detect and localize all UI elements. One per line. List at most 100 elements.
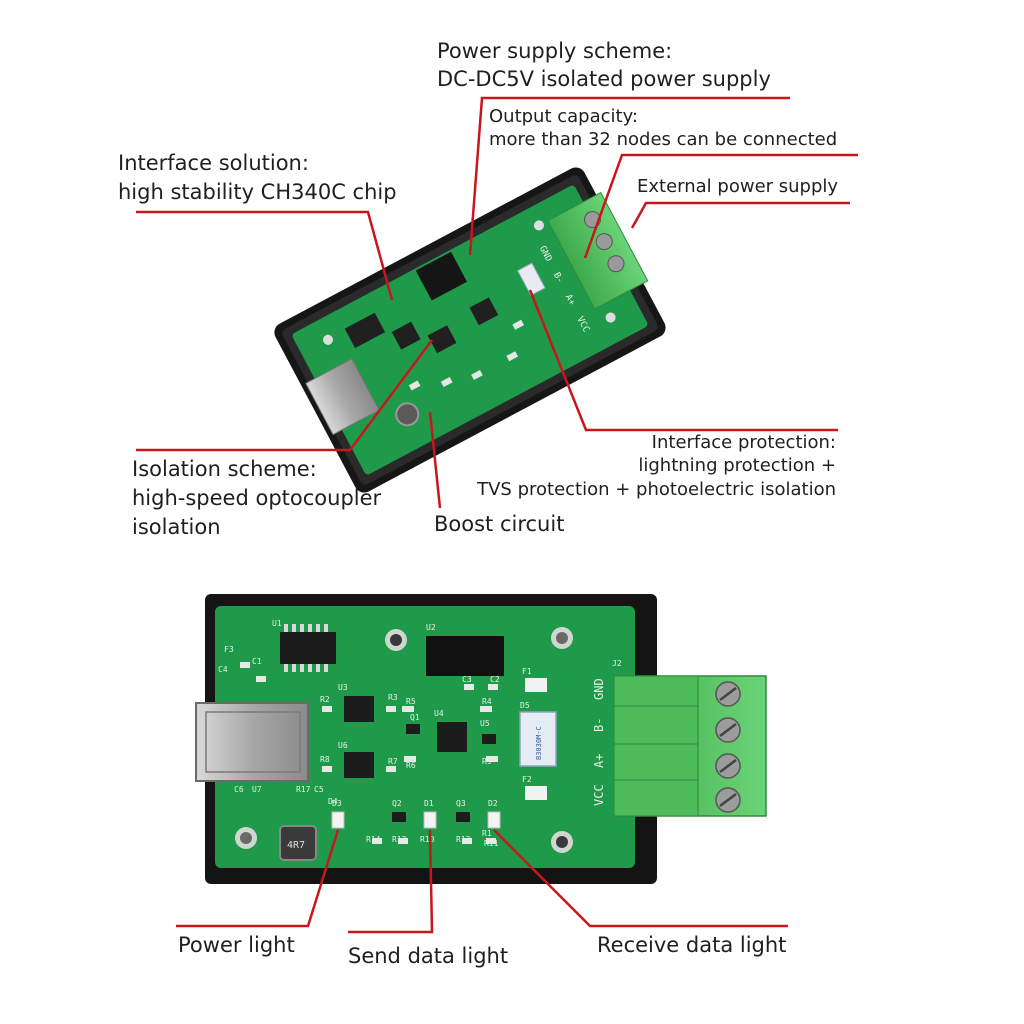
callout-send-light (348, 829, 434, 934)
callout-power-light (176, 829, 340, 928)
top-terminal-label-2: B- (551, 271, 565, 285)
silk-39: U7 (252, 785, 262, 794)
silk-27: D1 (424, 799, 434, 808)
callout-interface-protection (528, 289, 838, 432)
silk-25: R14 (366, 835, 381, 844)
interface-protection-title: Interface protection: (651, 432, 836, 453)
top-dcdc-module (415, 251, 468, 301)
terminal-screw-icon (715, 681, 741, 813)
silk-15: R4 (482, 697, 492, 706)
silk-23: R12 (392, 835, 407, 844)
bottom-transceiver-chip (437, 722, 467, 752)
interface-solution-value: high stability CH340C chip (118, 180, 397, 204)
silk-32: Q1 (410, 713, 420, 722)
interface-protection-line3: TVS protection + photoelectric isolation (477, 479, 836, 500)
silk-6: C1 (252, 657, 262, 666)
receive-light-label: Receive data light (597, 933, 787, 957)
silk-26: R17 (296, 785, 311, 794)
top-transceiver-chip (469, 297, 499, 326)
silk-12: R1 (482, 829, 492, 838)
callout-output-capacity (583, 153, 858, 259)
external-power-label: External power supply (637, 176, 839, 197)
silk-11: C6 (234, 785, 244, 794)
callout-boost (428, 411, 442, 509)
output-capacity-value: more than 32 nodes can be connected (489, 129, 838, 150)
callout-interface-solution (136, 210, 394, 301)
bottom-usb-connector (195, 702, 309, 782)
silk-37: U5 (480, 719, 490, 728)
silk-5: F3 (224, 645, 234, 654)
bottom-send-led (423, 811, 437, 829)
silk-36: U4 (434, 709, 444, 718)
isolation-title: Isolation scheme: (132, 457, 317, 481)
silk-2: J2 (612, 659, 622, 668)
interface-solution-title: Interface solution: (118, 151, 309, 175)
callout-isolation (136, 339, 434, 452)
callout-lines (136, 96, 858, 934)
power-light-label: Power light (178, 933, 295, 957)
silk-19: R8 (320, 755, 330, 764)
bottom-optocoupler-1 (344, 696, 374, 722)
silk-0: U1 (272, 619, 282, 628)
output-capacity-title: Output capacity: (489, 106, 638, 127)
silk-31: D5 (520, 701, 530, 710)
top-boost-inductor (395, 402, 420, 427)
silk-18: R7 (388, 757, 398, 766)
interface-protection-line2: lightning protection + (638, 455, 836, 476)
top-optocoupler-2 (427, 325, 457, 354)
boost-circuit-label: Boost circuit (434, 512, 565, 536)
silk-1: U2 (426, 623, 436, 632)
bottom-ch340-chip (280, 632, 336, 664)
send-light-label: Send data light (348, 944, 509, 968)
bottom-inductor-text: 4R7 (287, 840, 305, 851)
bottom-terminal-block (613, 675, 767, 817)
silk-3: F1 (522, 667, 532, 676)
silk-7: C3 (462, 675, 472, 684)
silk-10: C5 (314, 785, 324, 794)
silk-13: R2 (320, 695, 330, 704)
silk-24: R13 (456, 835, 471, 844)
silk-22: R11 (484, 839, 499, 848)
callout-external-power (630, 201, 850, 229)
silk-21: R10 (420, 835, 435, 844)
silk-16: R5 (406, 697, 416, 706)
bottom-tvs-component (519, 711, 557, 767)
silk-38: U6 (338, 741, 348, 750)
callout-power-scheme (468, 96, 790, 256)
silk-4: F2 (522, 775, 532, 784)
top-pcb (292, 185, 648, 475)
bottom-terminal-label-0: VCC (592, 784, 606, 806)
power-scheme-title: Power supply scheme: (437, 39, 673, 63)
isolation-line2: high-speed optocoupler (132, 486, 382, 510)
silk-29: D3 (332, 799, 342, 808)
silk-9: C4 (218, 665, 228, 674)
silk-8: C2 (490, 675, 500, 684)
bottom-tvs-text: B3030M-C (535, 726, 543, 760)
silk-17: R6 (406, 761, 416, 770)
bottom-optocoupler-2 (344, 752, 374, 778)
top-usb-connector (305, 358, 380, 436)
callout-receive-light (493, 829, 788, 928)
bottom-boost-inductor (279, 825, 317, 861)
top-terminal-label-1: A+ (563, 293, 577, 308)
silk-35: U3 (338, 683, 348, 692)
top-board: VCC A+ B- GND (274, 167, 666, 493)
bottom-terminal-label-3: GND (592, 678, 606, 700)
bottom-receive-led (487, 811, 501, 829)
top-optocoupler-1 (391, 321, 421, 350)
top-tvs-component (517, 262, 546, 297)
silk-28: D2 (488, 799, 498, 808)
bottom-dcdc-module (426, 636, 504, 676)
power-scheme-value: DC-DC5V isolated power supply (437, 67, 771, 91)
top-ch340-chip (344, 312, 386, 349)
silk-20: R9 (482, 757, 492, 766)
bottom-board: B3030M-C 4R7 U1 U2 J2 (195, 594, 767, 884)
bottom-power-led (331, 811, 345, 829)
bottom-terminal-label-2: B- (592, 718, 606, 732)
silk-14: R3 (388, 693, 398, 702)
top-terminal-block (547, 191, 649, 310)
bottom-terminal-label-1: A+ (592, 754, 606, 768)
silk-30: D4 (328, 797, 338, 806)
isolation-line3: isolation (132, 515, 221, 539)
